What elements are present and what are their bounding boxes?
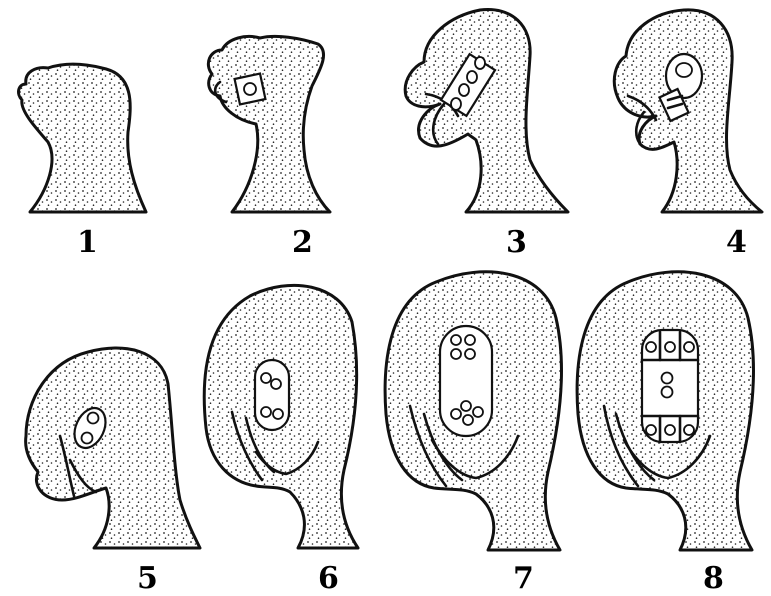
archesporial-cell — [235, 74, 266, 105]
stage-label-8: 8 — [703, 561, 724, 596]
eight-nucleate-embryo-sac — [440, 326, 492, 436]
stage-label-7: 7 — [513, 561, 534, 596]
stage-3-figure — [405, 9, 568, 212]
stage-label-1: 1 — [77, 225, 98, 260]
stage-1-figure — [19, 64, 146, 212]
mature-embryo-sac — [642, 330, 698, 442]
stage-7-figure — [385, 272, 561, 550]
stage-label-4: 4 — [726, 225, 747, 260]
stage-6-figure — [204, 285, 358, 548]
stage-label-3: 3 — [506, 225, 527, 260]
stage-2-figure — [208, 36, 330, 212]
stage-5-figure — [26, 348, 200, 548]
four-nucleate-embryo-sac — [255, 360, 289, 430]
stage-label-6: 6 — [318, 561, 339, 596]
stage-4-figure — [614, 10, 762, 212]
stage-label-2: 2 — [292, 225, 313, 260]
stage-8-figure — [577, 272, 753, 550]
stage-label-5: 5 — [137, 561, 158, 596]
